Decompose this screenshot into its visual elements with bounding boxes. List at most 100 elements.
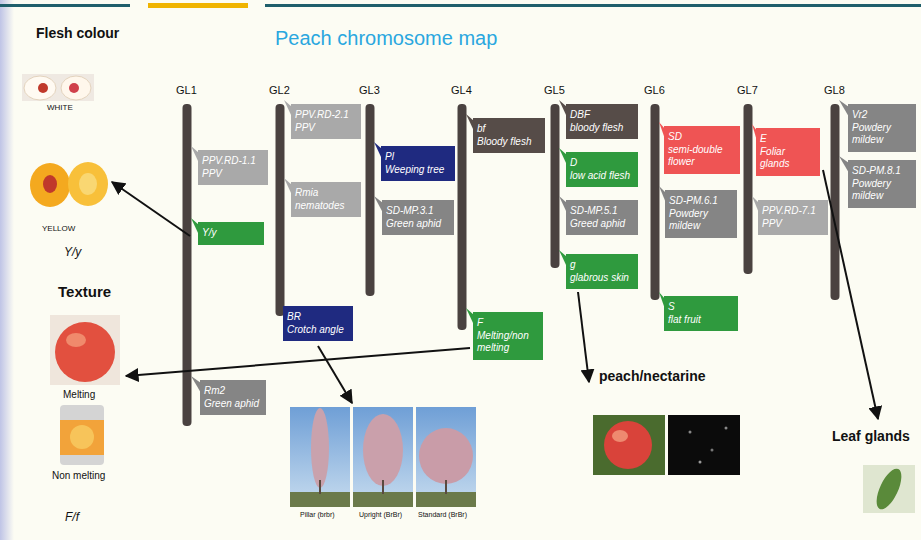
melting-peach-photo: [66, 333, 86, 347]
slide-decoration: [0, 0, 14, 540]
leaf-photo: [863, 465, 915, 513]
nectarine-photos: [604, 421, 652, 469]
white-peach-photo: [22, 74, 94, 101]
chromosome-bar: [831, 104, 840, 300]
tree-photos: [353, 407, 413, 507]
tree-photos: [290, 492, 350, 507]
gene-box: PPV.RD-7.1PPV: [758, 200, 828, 235]
trait-name: Melting/non melting: [477, 330, 539, 355]
gene-box: SD-PM.8.1Powdery mildew: [848, 160, 916, 208]
leader-arrow: [126, 348, 470, 376]
gene-name: PPV.RD-2.1: [295, 109, 357, 122]
trait-name: Crotch angle: [287, 324, 349, 337]
white-peach-photo: [22, 74, 94, 101]
photo-caption: WHITE: [47, 103, 73, 113]
tree-photos: [416, 492, 476, 507]
yellow-peach-photo: [30, 162, 108, 207]
gene-box: Y/y: [198, 222, 264, 245]
linkage-group: GL1: [176, 84, 197, 97]
gene-name: S: [668, 301, 734, 314]
trait-name: glabrous skin: [570, 272, 634, 285]
trait-name: Powdery mildew: [669, 208, 733, 233]
melting-peach-photo: [50, 315, 120, 385]
trait-heading: Leaf glands: [832, 428, 910, 445]
trait-name: PPV: [202, 168, 264, 181]
leader-arrow: [578, 292, 589, 382]
gene-name: PPV.RD-1.1: [202, 155, 264, 168]
tree-photos: [363, 414, 403, 486]
tree-photos: [382, 480, 384, 494]
trait-name: PPV: [295, 122, 357, 135]
gene-box: Rmianematodes: [291, 182, 361, 217]
gene-box: gglabrous skin: [566, 254, 638, 289]
yellow-peach-photo: [43, 175, 57, 193]
nectarine-photos: [593, 415, 740, 475]
slide-decoration: [265, 4, 921, 7]
white-peach-photo: [24, 76, 56, 100]
section-heading: Flesh colour: [36, 25, 119, 42]
gene-box: Vr2Powdery mildew: [848, 104, 916, 152]
chromosome-bar: [551, 104, 560, 268]
gene-box: Rm2Green aphid: [200, 380, 266, 415]
tree-photos: [353, 492, 413, 507]
leader-arrow: [112, 182, 190, 236]
trait-name: Bloody flesh: [477, 136, 541, 149]
chromosome-bar: [744, 104, 753, 274]
gene-name: bf: [477, 123, 541, 136]
gene-name: D: [570, 157, 634, 170]
linkage-group: GL8: [824, 84, 845, 97]
gene-name: Pl: [385, 151, 451, 164]
white-peach-photo: [69, 83, 79, 93]
photo-caption: Upright (BrBr): [359, 511, 402, 519]
trait-name: semi-double flower: [668, 144, 736, 169]
gene-name: Y/y: [202, 227, 260, 240]
leader-arrow: [318, 346, 352, 403]
gene-name: SD: [668, 131, 736, 144]
gene-name: Rm2: [204, 385, 262, 398]
linkage-group: GL7: [737, 84, 758, 97]
tree-photos: [290, 407, 350, 507]
trait-name: Green aphid: [386, 218, 450, 231]
gene-box: SD-MP.5.1Greed aphid: [566, 200, 638, 235]
nectarine-photos: [699, 461, 702, 464]
slide-decoration: [148, 3, 248, 8]
chromosome-bar: [458, 104, 467, 330]
photo-caption: Standard (BrBr): [418, 511, 467, 519]
tree-photos: [445, 480, 447, 494]
gene-name: SD-MP.5.1: [570, 205, 634, 218]
genotype-label: F/f: [65, 510, 79, 524]
melting-peach-photo: [50, 315, 120, 385]
genotype-label: Y/y: [64, 245, 81, 259]
gene-name: g: [570, 259, 634, 272]
trait-name: nematodes: [295, 200, 357, 213]
tree-photos: [311, 408, 329, 488]
nectarine-photos: [725, 427, 728, 430]
yellow-peach-photo: [68, 162, 108, 206]
gene-name: BR: [287, 311, 349, 324]
white-peach-photo: [38, 83, 48, 93]
gene-box: SDsemi-double flower: [664, 126, 740, 174]
chromosome-bar: [183, 104, 840, 426]
gene-name: Rmia: [295, 187, 357, 200]
trait-name: low acid flesh: [570, 170, 634, 183]
trait-name: Powdery mildew: [852, 178, 912, 203]
gene-name: DBF: [570, 109, 634, 122]
gene-box: BRCrotch angle: [283, 306, 353, 341]
trait-name: Foliar glands: [760, 146, 816, 171]
gene-name: PPV.RD-7.1: [762, 205, 824, 218]
slide-decoration: [0, 4, 130, 7]
gene-box: Dlow acid flesh: [566, 152, 638, 187]
leaf-photo: [863, 465, 915, 513]
gene-box: bfBloody flesh: [473, 118, 545, 153]
gene-box: PlWeeping tree: [381, 146, 455, 181]
gene-name: F: [477, 317, 539, 330]
gene-name: SD-PM.8.1: [852, 165, 912, 178]
gene-box: SD-PM.6.1Powdery mildew: [665, 190, 737, 238]
melting-peach-photo: [55, 322, 115, 382]
gene-box: Sflat fruit: [664, 296, 738, 331]
photo-caption: Pillar (brbr): [300, 511, 335, 519]
leader-arrow: [112, 170, 878, 419]
trait-heading: peach/nectarine: [599, 368, 706, 385]
